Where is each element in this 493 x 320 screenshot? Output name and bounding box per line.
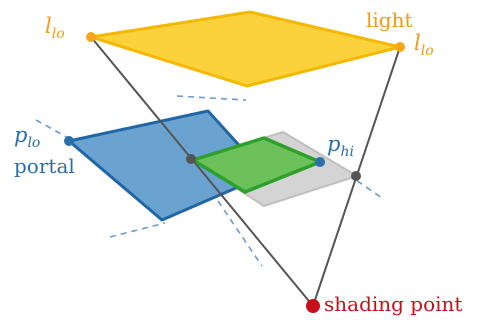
portal-corner-lo: [64, 136, 74, 146]
shading-point-label: shading point: [324, 292, 462, 316]
dash-top: [176, 95, 247, 101]
light-corner-lo-right: [395, 42, 405, 52]
shading-point-marker: [306, 299, 320, 313]
p-hi-label: phi: [327, 132, 354, 160]
p-lo-label: plo: [14, 123, 40, 151]
l-lo-right-label: llo: [414, 31, 434, 59]
portal-plane-dashes: [35, 95, 383, 267]
light-label: light: [366, 8, 413, 32]
dash-bottom-left: [109, 222, 166, 238]
ray-intersect-left: [186, 154, 196, 164]
dash-left: [35, 119, 73, 141]
ray-left: [90, 36, 314, 307]
light-quad: [89, 10, 402, 88]
l-lo-left-label: llo: [45, 14, 65, 42]
portal-label: portal: [14, 154, 75, 178]
light-corner-lo-left: [86, 32, 96, 42]
portal-point-hi: [315, 157, 325, 167]
ray-intersect-right: [351, 171, 361, 181]
dash-bottom-right: [217, 200, 263, 267]
